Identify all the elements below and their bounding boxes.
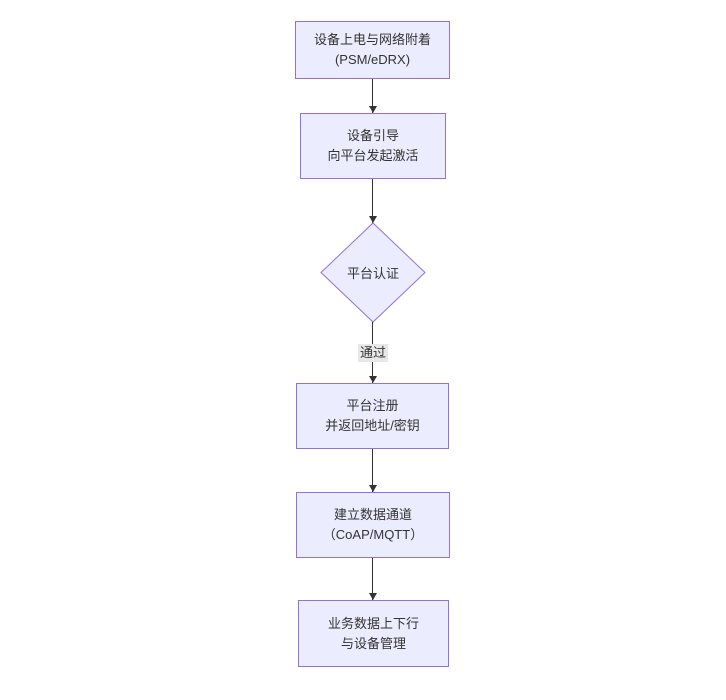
node-platform-auth-decision: 平台认证 [320, 222, 426, 323]
node-business-data: 业务数据上下行 与设备管理 [298, 600, 449, 667]
arrow-power-to-bootstrap [368, 79, 377, 113]
node-data-channel: 建立数据通道 （CoAP/MQTT） [296, 492, 450, 558]
node-bootstrap-activate: 设备引导 向平台发起激活 [300, 113, 446, 179]
node-text-line: 设备引导 [346, 128, 399, 143]
node-text-line: (PSM/eDRX) [334, 52, 411, 67]
node-text-line: 与设备管理 [340, 635, 406, 651]
arrow-register-to-channel [368, 449, 377, 492]
edge-label-pass: 通过 [357, 344, 389, 362]
node-text-line: 业务数据上下行 [327, 615, 419, 631]
arrow-channel-to-business [368, 558, 377, 600]
node-text-line: （CoAP/MQTT） [322, 527, 424, 542]
arrow-bootstrap-to-auth [368, 179, 377, 223]
node-text-line: 设备上电与网络附着 [313, 32, 431, 47]
node-platform-register: 平台注册 并返回地址/密钥 [296, 383, 449, 449]
node-text-line: 并返回地址/密钥 [325, 418, 420, 433]
node-text-line: 平台认证 [346, 266, 399, 281]
node-power-attach: 设备上电与网络附着 (PSM/eDRX) [295, 21, 450, 79]
node-text-line: 平台注册 [346, 398, 399, 413]
node-text-line: 建立数据通道 [333, 507, 412, 522]
node-text-line: 向平台发起激活 [327, 148, 419, 163]
diamond-shape [320, 222, 426, 323]
